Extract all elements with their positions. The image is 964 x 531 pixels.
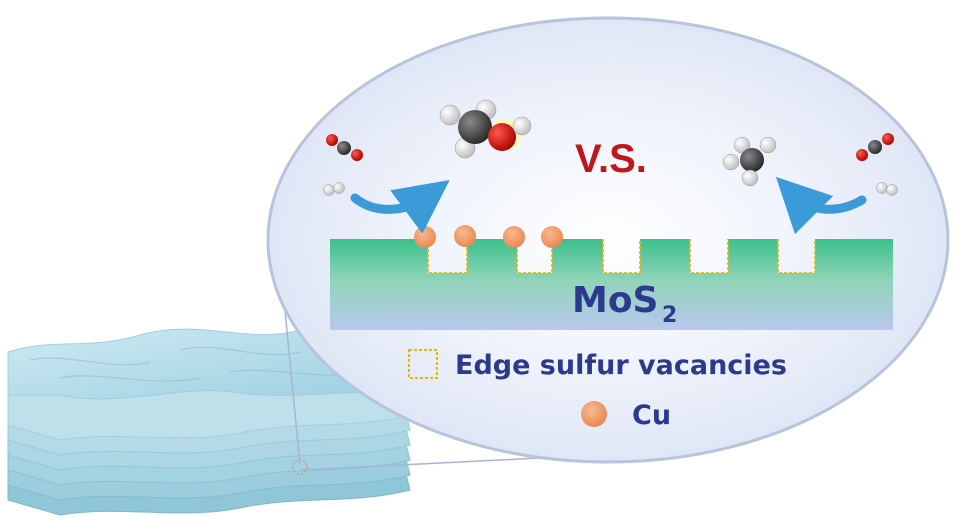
co2-molecule-icon	[856, 133, 894, 161]
magnified-ellipse	[266, 16, 950, 464]
co2-molecule-icon	[326, 134, 363, 161]
left-reaction-arrow	[350, 179, 450, 234]
cu-particle	[414, 226, 436, 248]
h2-molecule-icon	[876, 182, 898, 196]
vacancy-legend-label: Edge sulfur vacancies	[455, 350, 787, 381]
material-label: MoS	[572, 280, 658, 321]
cu-particle	[454, 225, 476, 247]
right-reaction-arrow	[775, 176, 867, 235]
cu-particle	[503, 226, 525, 248]
mos2-layer-stack	[7, 326, 411, 516]
mos2-substrate	[330, 239, 893, 330]
cu-particle	[541, 226, 563, 248]
methanol-molecule-icon	[439, 99, 532, 159]
edge-sulfur-vacancies	[427, 239, 816, 274]
vacancy-legend-swatch	[408, 349, 438, 379]
zoom-origin-marker	[292, 459, 308, 475]
cu-legend-swatch	[581, 401, 607, 427]
cu-legend-label: Cu	[632, 400, 671, 431]
h2-molecule-icon	[323, 182, 345, 196]
material-label-subscript: 2	[662, 303, 677, 328]
versus-label: V.S.	[575, 137, 647, 181]
methane-molecule-icon	[722, 136, 777, 187]
